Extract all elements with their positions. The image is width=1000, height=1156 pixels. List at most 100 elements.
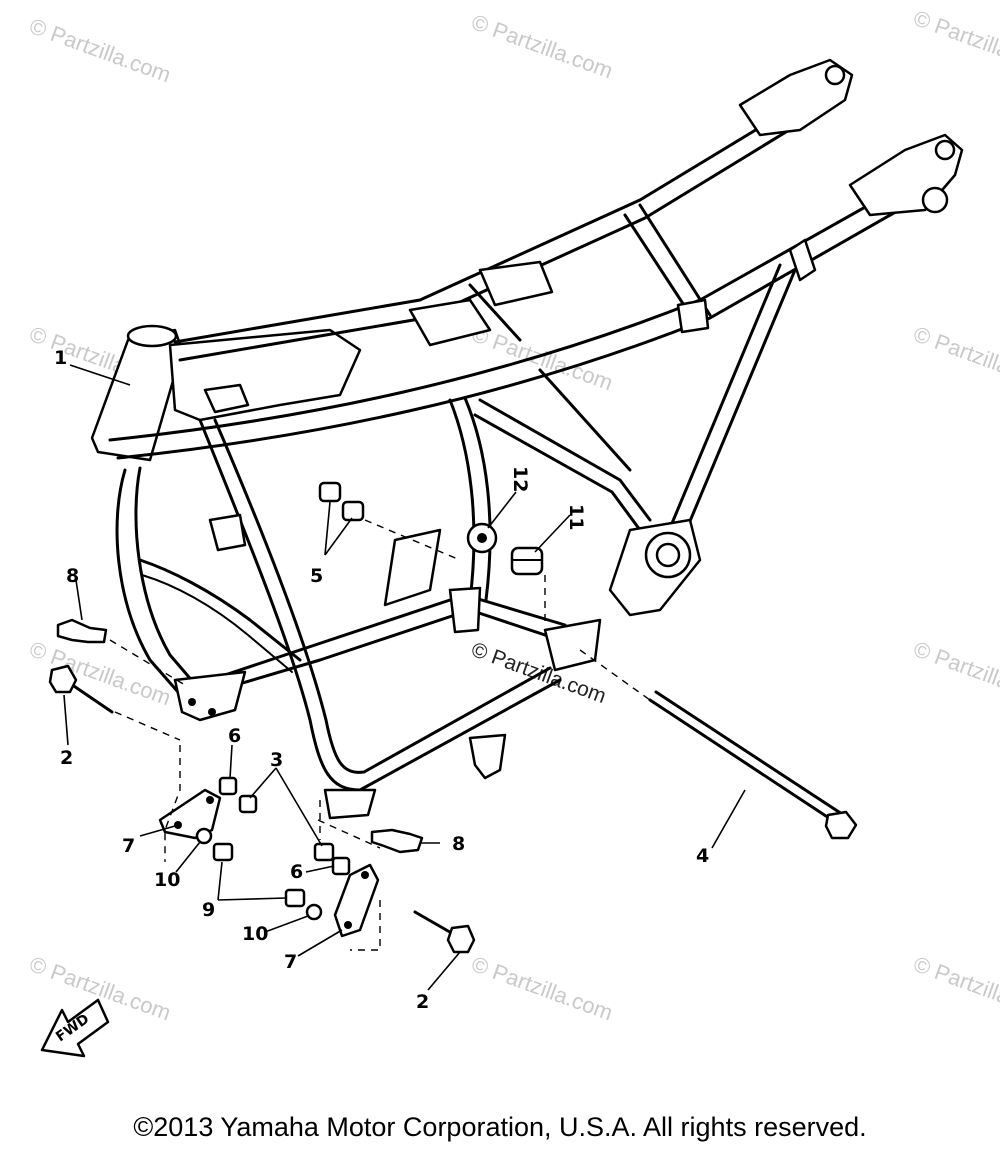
washer-10a <box>195 827 213 845</box>
rear-bracket <box>448 586 482 634</box>
nut-5b <box>341 500 365 522</box>
callout-6: 6 <box>228 725 241 747</box>
leader-12 <box>487 491 517 529</box>
leader-7a <box>139 825 176 837</box>
rear-tab <box>788 238 817 282</box>
down-tube-front-b <box>134 466 202 692</box>
engine-guard <box>138 558 302 662</box>
frame-exploded-diagram: © Partzilla.com © Partzilla.com © Partzi… <box>26 5 1000 1058</box>
callout-8: 8 <box>66 565 79 587</box>
dash-line <box>114 711 181 741</box>
bolt-2a-head <box>48 664 78 694</box>
through-bolt-4-b <box>654 690 844 816</box>
center-stand-bracket <box>468 733 507 780</box>
rear-diagonal <box>478 398 652 522</box>
callout-10: 10 <box>242 923 268 945</box>
center-tube-b <box>463 396 492 602</box>
down-tube-main-b <box>213 418 552 774</box>
callout-11: 11 <box>565 504 587 530</box>
frame <box>90 58 964 820</box>
rear-spine <box>538 368 632 472</box>
fwd-arrow-icon: FWD <box>40 998 110 1058</box>
leader-1 <box>69 364 131 386</box>
nut-3a <box>238 794 258 814</box>
leader-11 <box>534 514 571 553</box>
dash-line <box>317 819 381 849</box>
leader-6b <box>305 865 335 873</box>
hardware: FWD <box>40 481 858 1058</box>
alignment-lines <box>109 519 651 951</box>
rear-mount-left <box>738 58 854 137</box>
callout-1: 1 <box>54 347 67 369</box>
main-top-tube-left <box>173 83 832 344</box>
bracket-7b <box>333 863 380 938</box>
engine-guard-b <box>141 574 293 673</box>
bracket-7a-hole <box>174 821 182 829</box>
watermark: © Partzilla.com <box>910 951 1000 1025</box>
rear-diagonal-b <box>473 413 642 532</box>
leader-5 <box>324 501 353 556</box>
callout-7: 7 <box>122 835 135 857</box>
bracket-7a-hole <box>206 796 214 804</box>
watermark: © Partzilla.com <box>910 5 1000 79</box>
callout-3: 3 <box>270 749 283 771</box>
through-bolt-4-head <box>824 810 858 840</box>
nut-5a <box>318 481 342 503</box>
steering-head <box>90 328 184 462</box>
front-engine-mount <box>173 670 247 722</box>
watermark: © Partzilla.com <box>26 636 174 710</box>
lower-cradle-b <box>193 593 567 687</box>
bolt-2b-head <box>446 924 476 954</box>
callout-2: 2 <box>60 747 73 769</box>
bolt-2b-shank <box>413 910 457 937</box>
lower-cradle <box>183 608 562 702</box>
seat-bracket <box>408 298 492 347</box>
watermark: © Partzilla.com <box>468 951 616 1025</box>
bracket-7b-hole <box>361 871 369 879</box>
leader-8a <box>75 579 83 621</box>
watermark: © Partzilla.com <box>910 321 1000 395</box>
bracket-7b-hole <box>344 921 352 929</box>
watermark: © Partzilla.com <box>910 636 1000 710</box>
rear-down-tube-b <box>678 268 797 547</box>
leader-7b <box>297 929 343 957</box>
leader-4 <box>711 789 746 849</box>
nut-6a <box>218 776 238 796</box>
rear-mount-right-boss <box>934 139 956 161</box>
steering-head-top <box>126 324 178 348</box>
nut-9a <box>212 842 234 862</box>
callout-8: 8 <box>452 833 465 855</box>
main-top-tube-right <box>108 163 942 442</box>
bolt-8b <box>370 828 424 854</box>
dash-line <box>350 900 381 951</box>
leader-6a <box>229 744 233 779</box>
seat-bracket-2 <box>478 260 554 307</box>
callouts: 1 2 2 3 4 5 6 6 7 7 8 8 9 10 10 11 12 <box>54 347 709 1013</box>
leader-2b <box>427 951 461 991</box>
cross-member-mid <box>468 283 522 342</box>
center-mount-bracket <box>383 528 442 607</box>
dash-line <box>109 639 186 686</box>
nut-9b <box>284 888 306 908</box>
watermark: © Partzilla.com <box>468 9 616 83</box>
upper-bracket <box>203 383 250 414</box>
leader-3 <box>249 767 323 847</box>
rear-mount-right-hole <box>921 186 949 214</box>
nut-6b <box>331 856 351 876</box>
callout-7: 7 <box>284 951 297 973</box>
watermark: © Partzilla.com <box>26 13 174 87</box>
swingarm-pivot-hole <box>655 542 681 568</box>
callout-4: 4 <box>696 845 709 867</box>
bushing-12-core <box>477 533 487 543</box>
leader-10b <box>264 915 309 933</box>
rear-mount-left-hole <box>824 64 846 86</box>
mount-hole <box>208 708 216 716</box>
leader-9 <box>217 861 287 901</box>
rear-down-tube <box>663 263 782 542</box>
center-tube <box>448 398 476 602</box>
cross-member-rear <box>638 203 712 317</box>
down-tube-front <box>115 468 187 702</box>
through-bolt-4 <box>648 698 837 824</box>
callout-9: 9 <box>202 899 215 921</box>
rear-lower-mount <box>543 618 602 672</box>
